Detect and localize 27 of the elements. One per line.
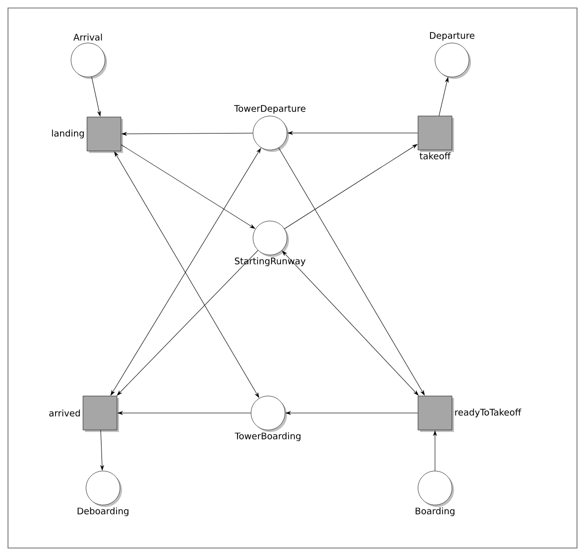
node-label: TowerDeparture: [234, 105, 306, 114]
node-label: TowerBoarding: [234, 432, 300, 442]
transition-square: takeoff: [418, 116, 454, 160]
arrow: [288, 131, 418, 135]
arrow: [91, 76, 101, 116]
arrow: [117, 250, 258, 396]
arrow: [282, 250, 418, 396]
node-label: Deboarding: [78, 507, 128, 516]
transition-square: readyToTakeoff: [418, 396, 522, 432]
node-label: Arrival: [73, 34, 102, 41]
node-label: Boarding: [416, 507, 454, 516]
node-label: landing: [52, 130, 84, 138]
node-label: arrived: [49, 410, 80, 416]
node-label: Departure: [430, 32, 474, 41]
node-label: takeoff: [420, 152, 451, 160]
arrow: [122, 132, 254, 136]
transition-square: arrived: [49, 396, 119, 432]
transition-square: landing: [52, 116, 123, 153]
arrow: [100, 430, 104, 470]
arrow: [120, 144, 255, 229]
node-label: readyToTakeoff: [455, 408, 522, 418]
arrow: [438, 77, 449, 116]
arrow: [433, 430, 437, 472]
arrow: [278, 148, 425, 396]
arrow: [286, 411, 418, 415]
arrow: [118, 411, 252, 415]
arrow: [284, 144, 418, 230]
